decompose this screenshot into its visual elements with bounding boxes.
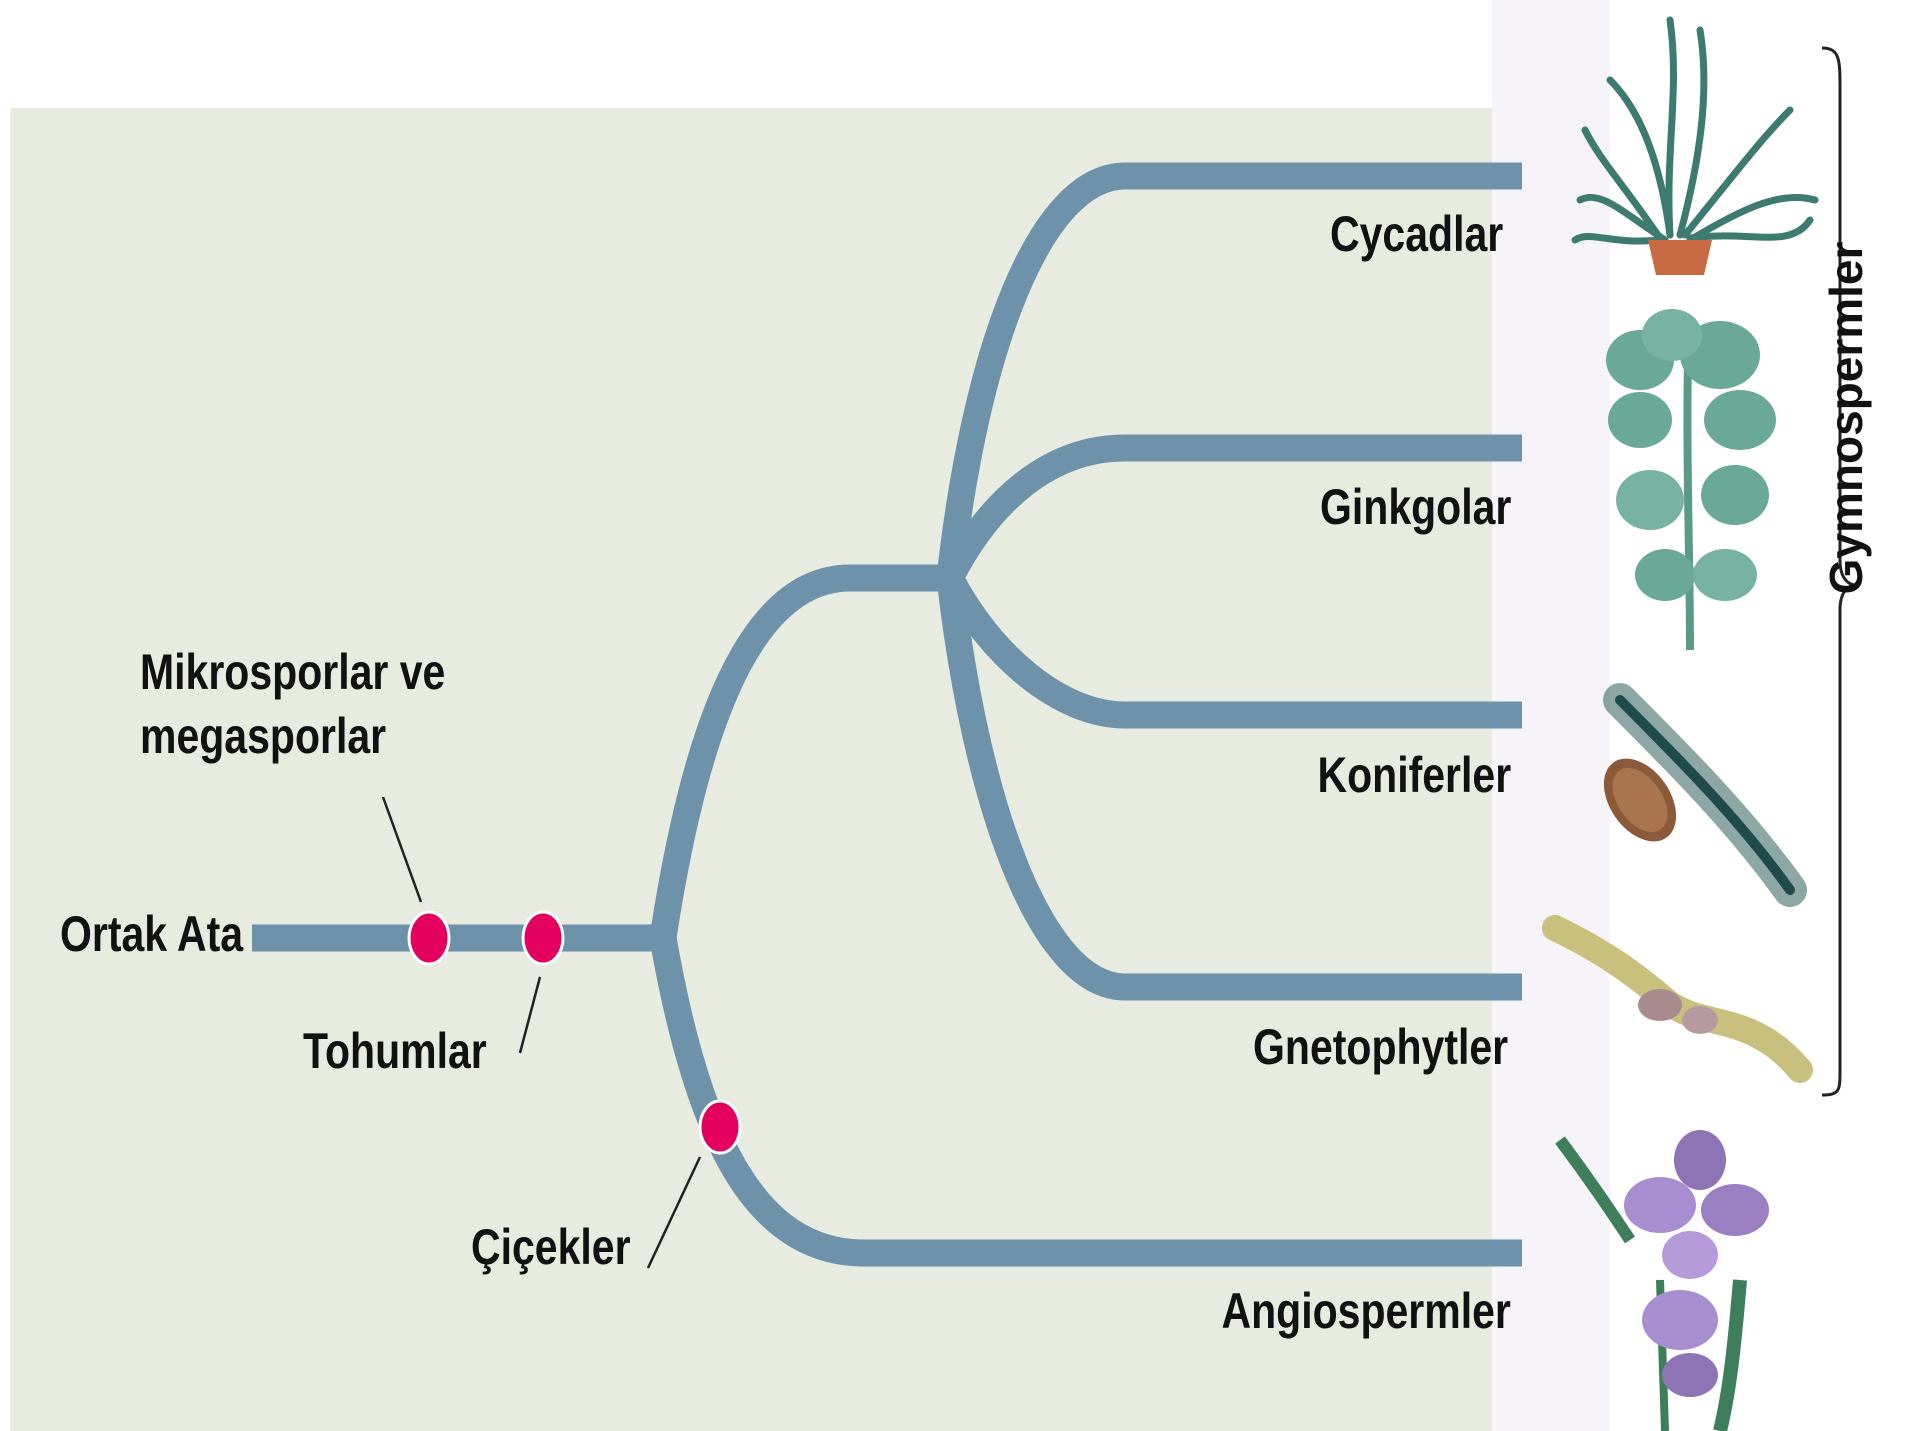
ginkgo-leaves-icon — [1606, 309, 1776, 650]
taxon-label-gnetophytler: Gnetophytler — [1253, 1018, 1508, 1076]
taxon-label-ginkgolar: Ginkgolar — [1320, 478, 1511, 536]
group-label-gymnospermler: Gymnospermler — [1819, 242, 1873, 595]
taxon-label-cycadlar: Cycadlar — [1330, 205, 1503, 263]
root-label: Ortak Ata — [60, 905, 243, 963]
seeds-marker — [523, 912, 563, 964]
taxon-label-koniferler: Koniferler — [1317, 746, 1511, 804]
conifer-cone-icon — [1589, 700, 1790, 890]
trait-label-flowers: Çiçekler — [471, 1218, 631, 1276]
taxon-label-angiospermler: Angiospermler — [1222, 1282, 1511, 1340]
spores-marker — [409, 912, 449, 964]
cycad-plant-icon — [1575, 20, 1815, 275]
flowers-marker — [700, 1101, 740, 1153]
trait-label-seeds: Tohumlar — [303, 1022, 487, 1080]
trait-label-spores: Mikrosporlar ve megasporlar — [140, 640, 445, 768]
